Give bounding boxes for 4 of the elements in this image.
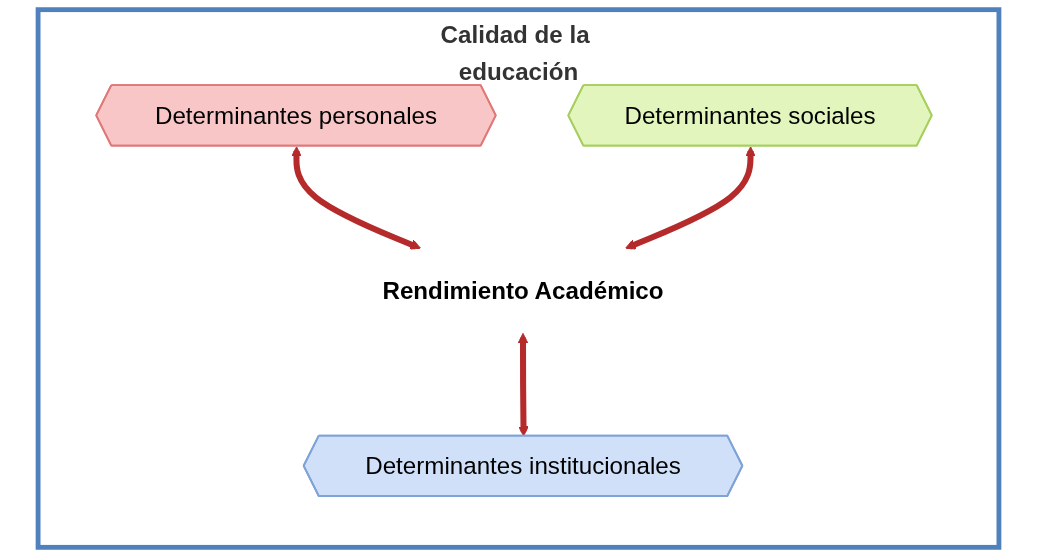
arrow	[291, 146, 421, 250]
arrow	[517, 332, 529, 437]
arrow	[625, 146, 756, 250]
node-text: Rendimiento Académico	[382, 277, 664, 304]
